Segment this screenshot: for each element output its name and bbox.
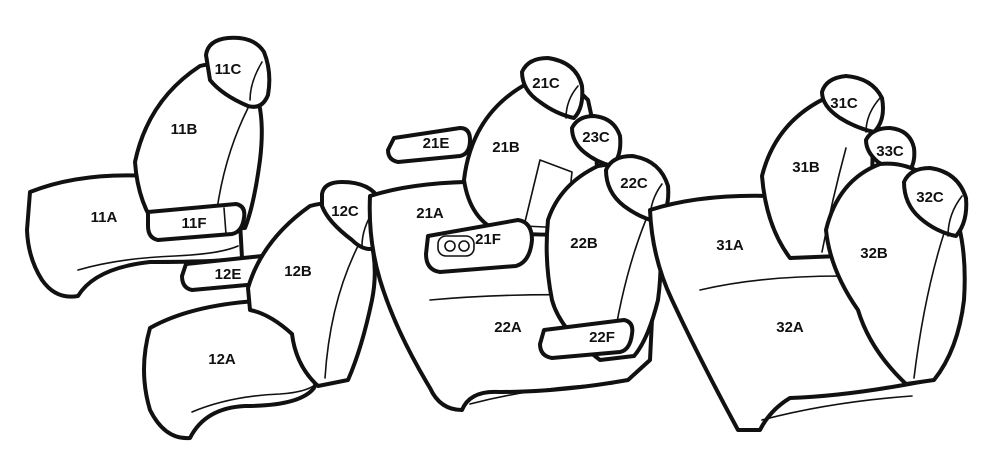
label-31A: 31A: [716, 237, 744, 254]
label-22A: 22A: [494, 319, 522, 336]
seat-21E-armrest: [386, 126, 472, 164]
label-11A: 11A: [91, 209, 118, 226]
label-12B: 12B: [284, 263, 312, 280]
label-12E: 12E: [215, 266, 242, 283]
seat-21-headrest: [520, 56, 585, 120]
label-22F: 22F: [589, 329, 615, 346]
label-21A: 21A: [416, 205, 444, 222]
seat-21F-armrest: [424, 218, 534, 274]
seat-11-armrest: [146, 202, 247, 242]
seat-12: [142, 180, 385, 441]
label-22B: 22B: [570, 235, 598, 252]
seat-12-backrest: [246, 201, 377, 388]
label-11C: 11C: [215, 61, 242, 78]
label-11B: 11B: [171, 121, 198, 138]
seat-11-headrest: [204, 35, 272, 109]
part-labels: 11C 11B 11A 11F 12E 12C 12B 12A 21E 21C …: [91, 61, 944, 368]
label-21F: 21F: [475, 231, 501, 248]
seat-23-headrest: [570, 114, 623, 168]
label-31B: 31B: [792, 159, 820, 176]
label-32C: 32C: [916, 189, 944, 206]
label-31C: 31C: [830, 95, 858, 112]
label-11F: 11F: [181, 215, 206, 232]
label-22C: 22C: [620, 175, 648, 192]
seat-33-headrest: [864, 126, 917, 176]
label-21B: 21B: [492, 139, 520, 156]
label-32A: 32A: [776, 319, 804, 336]
seat-row-3: [648, 74, 969, 432]
label-33C: 33C: [876, 143, 904, 160]
seat-22F-armrest: [538, 318, 635, 360]
label-21E: 21E: [423, 135, 450, 152]
seat-11: [25, 35, 272, 299]
label-12A: 12A: [208, 351, 236, 368]
label-12C: 12C: [331, 203, 359, 220]
label-21C: 21C: [532, 75, 560, 92]
label-32B: 32B: [860, 245, 888, 262]
seat-row-2: [367, 56, 671, 412]
label-23C: 23C: [582, 129, 610, 146]
